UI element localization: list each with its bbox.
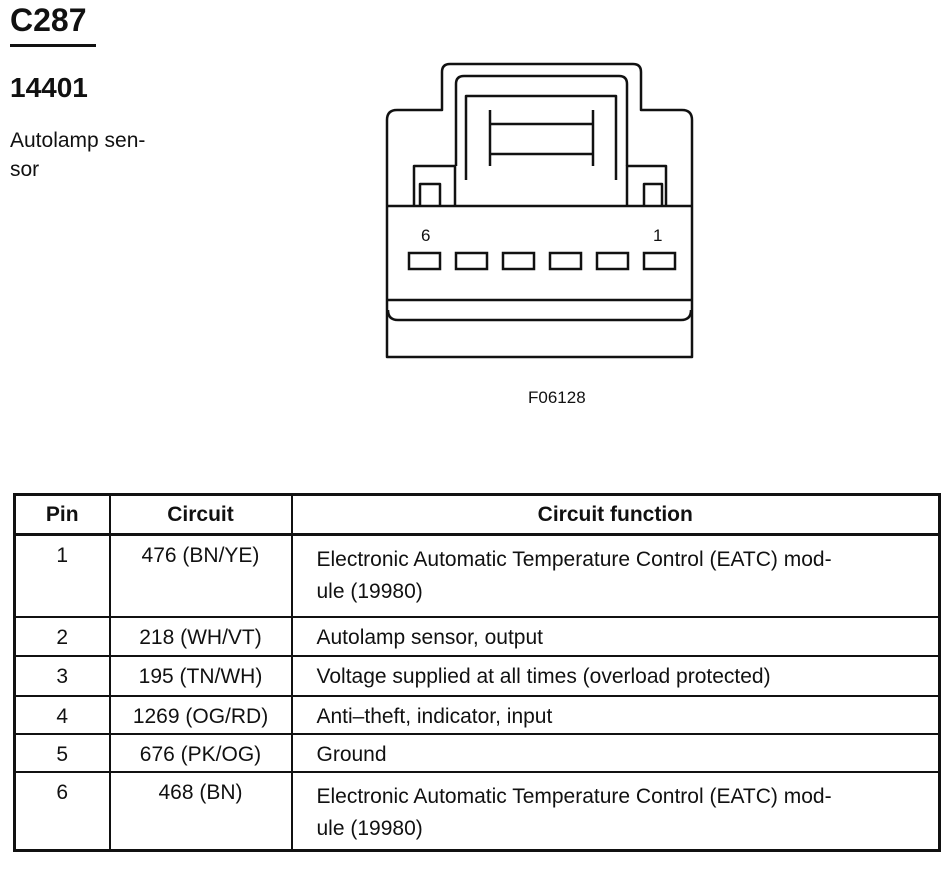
- table-header-row: Pin Circuit Circuit function: [13, 493, 941, 536]
- table-row: 6 468 (BN) Electronic Automatic Temperat…: [13, 770, 941, 852]
- pin-cell: 3: [13, 654, 111, 697]
- pin-cavity-6: [407, 251, 442, 271]
- function-cell: Electronic Automatic Temperature Control…: [290, 770, 941, 852]
- header-circuit: Circuit: [108, 493, 293, 536]
- function-cell: Voltage supplied at all times (overload …: [290, 654, 941, 697]
- pin-cavity-2: [595, 251, 630, 271]
- connector-id: C287: [10, 2, 87, 38]
- pin-cell: 6: [13, 770, 111, 852]
- header-pin: Pin: [13, 493, 111, 536]
- table-row: 3 195 (TN/WH) Voltage supplied at all ti…: [13, 654, 941, 697]
- connector-base: [386, 309, 693, 322]
- table-row: 5 676 (PK/OG) Ground: [13, 732, 941, 773]
- pin-label-6: 6: [421, 226, 430, 245]
- figure-code: F06128: [528, 388, 586, 407]
- right-lock-tab: [625, 164, 668, 206]
- pin-cavity-5: [454, 251, 489, 271]
- pin-cell: 1: [13, 533, 111, 618]
- pin-cavity-3: [548, 251, 583, 271]
- title-underline: [10, 44, 96, 47]
- pin-cell: 2: [13, 615, 111, 657]
- function-cell: Anti–theft, indicator, input: [290, 694, 941, 735]
- circuit-cell: 468 (BN): [108, 770, 293, 852]
- table-row: 2 218 (WH/VT) Autolamp sensor, output: [13, 615, 941, 657]
- circuit-cell: 195 (TN/WH): [108, 654, 293, 697]
- left-lock-tab: [412, 164, 457, 206]
- connector-face-diagram: 6 1: [385, 62, 694, 359]
- connector-description: Autolamp sen- sor: [10, 129, 146, 181]
- pin-cell: 5: [13, 732, 111, 773]
- table-row: 4 1269 (OG/RD) Anti–theft, indicator, in…: [13, 694, 941, 735]
- latch-inner: [464, 94, 618, 180]
- circuit-cell: 476 (BN/YE): [108, 533, 293, 618]
- circuit-cell: 676 (PK/OG): [108, 732, 293, 773]
- pin-table: Pin Circuit Circuit function 1 476 (BN/Y…: [13, 493, 941, 852]
- pin-cavity-4: [501, 251, 536, 271]
- connector-housing: [385, 62, 694, 359]
- function-cell: Electronic Automatic Temperature Control…: [290, 533, 941, 618]
- latch-loop: [454, 74, 629, 166]
- function-cell: Ground: [290, 732, 941, 773]
- pin-cavity-1: [642, 251, 677, 271]
- pin-label-1: 1: [653, 226, 662, 245]
- circuit-cell: 1269 (OG/RD): [108, 694, 293, 735]
- function-cell: Autolamp sensor, output: [290, 615, 941, 657]
- part-number: 14401: [10, 72, 88, 103]
- circuit-cell: 218 (WH/VT): [108, 615, 293, 657]
- table-row: 1 476 (BN/YE) Electronic Automatic Tempe…: [13, 533, 941, 618]
- header-circuit-function: Circuit function: [290, 493, 941, 536]
- pin-cell: 4: [13, 694, 111, 735]
